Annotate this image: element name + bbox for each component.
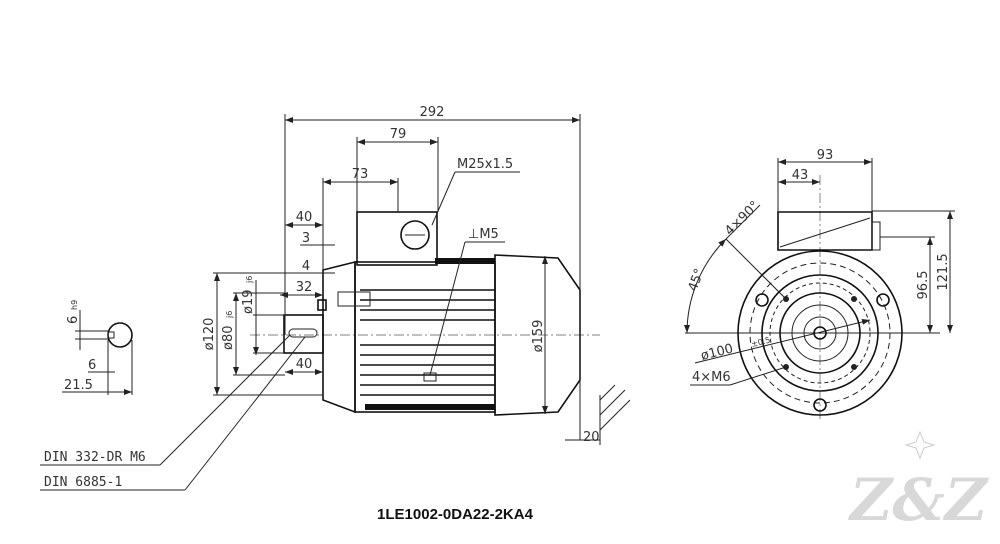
dim-flange-gap: 3	[302, 231, 310, 246]
flange	[322, 260, 356, 414]
dim-flange-step: 4	[302, 259, 310, 274]
motor-frame	[354, 261, 496, 413]
mounting-holes	[755, 293, 890, 412]
side-view: 292 79 73 40 3 4 32 40 ø120 ø80 j6	[202, 105, 631, 445]
dim-end-box-offset: 43	[792, 168, 809, 183]
note-earth-thread: ⊥M5	[468, 227, 499, 242]
end-view: 93 43 121.5 96.5 45° 4×90° ø100 ±0.5 4×M…	[684, 148, 955, 420]
end-frame	[737, 250, 903, 416]
dim-key-width: 6	[66, 316, 81, 324]
dim-box-height: 121.5	[936, 253, 951, 290]
earth-terminal-icon	[423, 372, 437, 382]
dim-end-box-width: 93	[817, 148, 834, 163]
dim-shaft-tol: j6	[245, 276, 254, 284]
dim-spigot-dia: ø80	[221, 326, 236, 351]
dim-shaft-key: 32	[296, 280, 313, 295]
dim-hole-pitch: 4×90°	[722, 198, 762, 238]
dim-flange-to-box: 40	[296, 210, 313, 225]
dim-gland-height: 96.5	[916, 271, 931, 300]
dimensions: 292 79 73 40 3 4 32 40 ø120 ø80 j6	[202, 105, 631, 445]
dim-shaft-dia: ø19	[241, 290, 256, 315]
watermark-logo: Z&Z	[848, 430, 990, 534]
dim-holes: 4×M6	[692, 370, 731, 385]
dim-box-offset: 73	[352, 167, 369, 182]
shaft	[283, 314, 324, 354]
dim-spigot-tol: j6	[225, 311, 234, 319]
callout-center-hole: DIN 332-DR M6	[44, 450, 146, 465]
dim-foot-clearance: 20	[583, 430, 600, 445]
callout-key-standard: DIN 6885-1	[44, 475, 122, 490]
cable-gland	[400, 220, 430, 250]
dim-flange-dia: ø120	[202, 318, 217, 351]
cooling-fins	[360, 258, 495, 410]
foot-bolt	[337, 291, 371, 307]
dim-overall-length: 292	[420, 105, 445, 120]
dim-angle: 45°	[686, 267, 708, 294]
keyway	[288, 328, 318, 338]
dim-frame-dia: ø159	[531, 320, 546, 353]
terminal-box	[356, 211, 438, 266]
note-cable-gland: M25x1.5	[457, 157, 513, 172]
dim-shaft-length: 40	[296, 357, 313, 372]
callouts: DIN 332-DR M6 DIN 6885-1	[40, 334, 306, 491]
dim-pcd: ø100	[699, 341, 734, 363]
shaft-section: 6 h9 6 21.5	[62, 300, 133, 395]
dim-key-depth: 6	[88, 358, 96, 373]
flange-lug	[317, 299, 327, 311]
svg-text:Z&Z: Z&Z	[848, 466, 990, 534]
drawing-title: 1LE1002-0DA22-2KA4	[377, 506, 534, 523]
dim-shaft-height: 21.5	[64, 378, 93, 393]
dim-box-width: 79	[390, 127, 407, 142]
dim-key-tol: h9	[70, 300, 79, 310]
end-terminal-box	[777, 211, 873, 251]
